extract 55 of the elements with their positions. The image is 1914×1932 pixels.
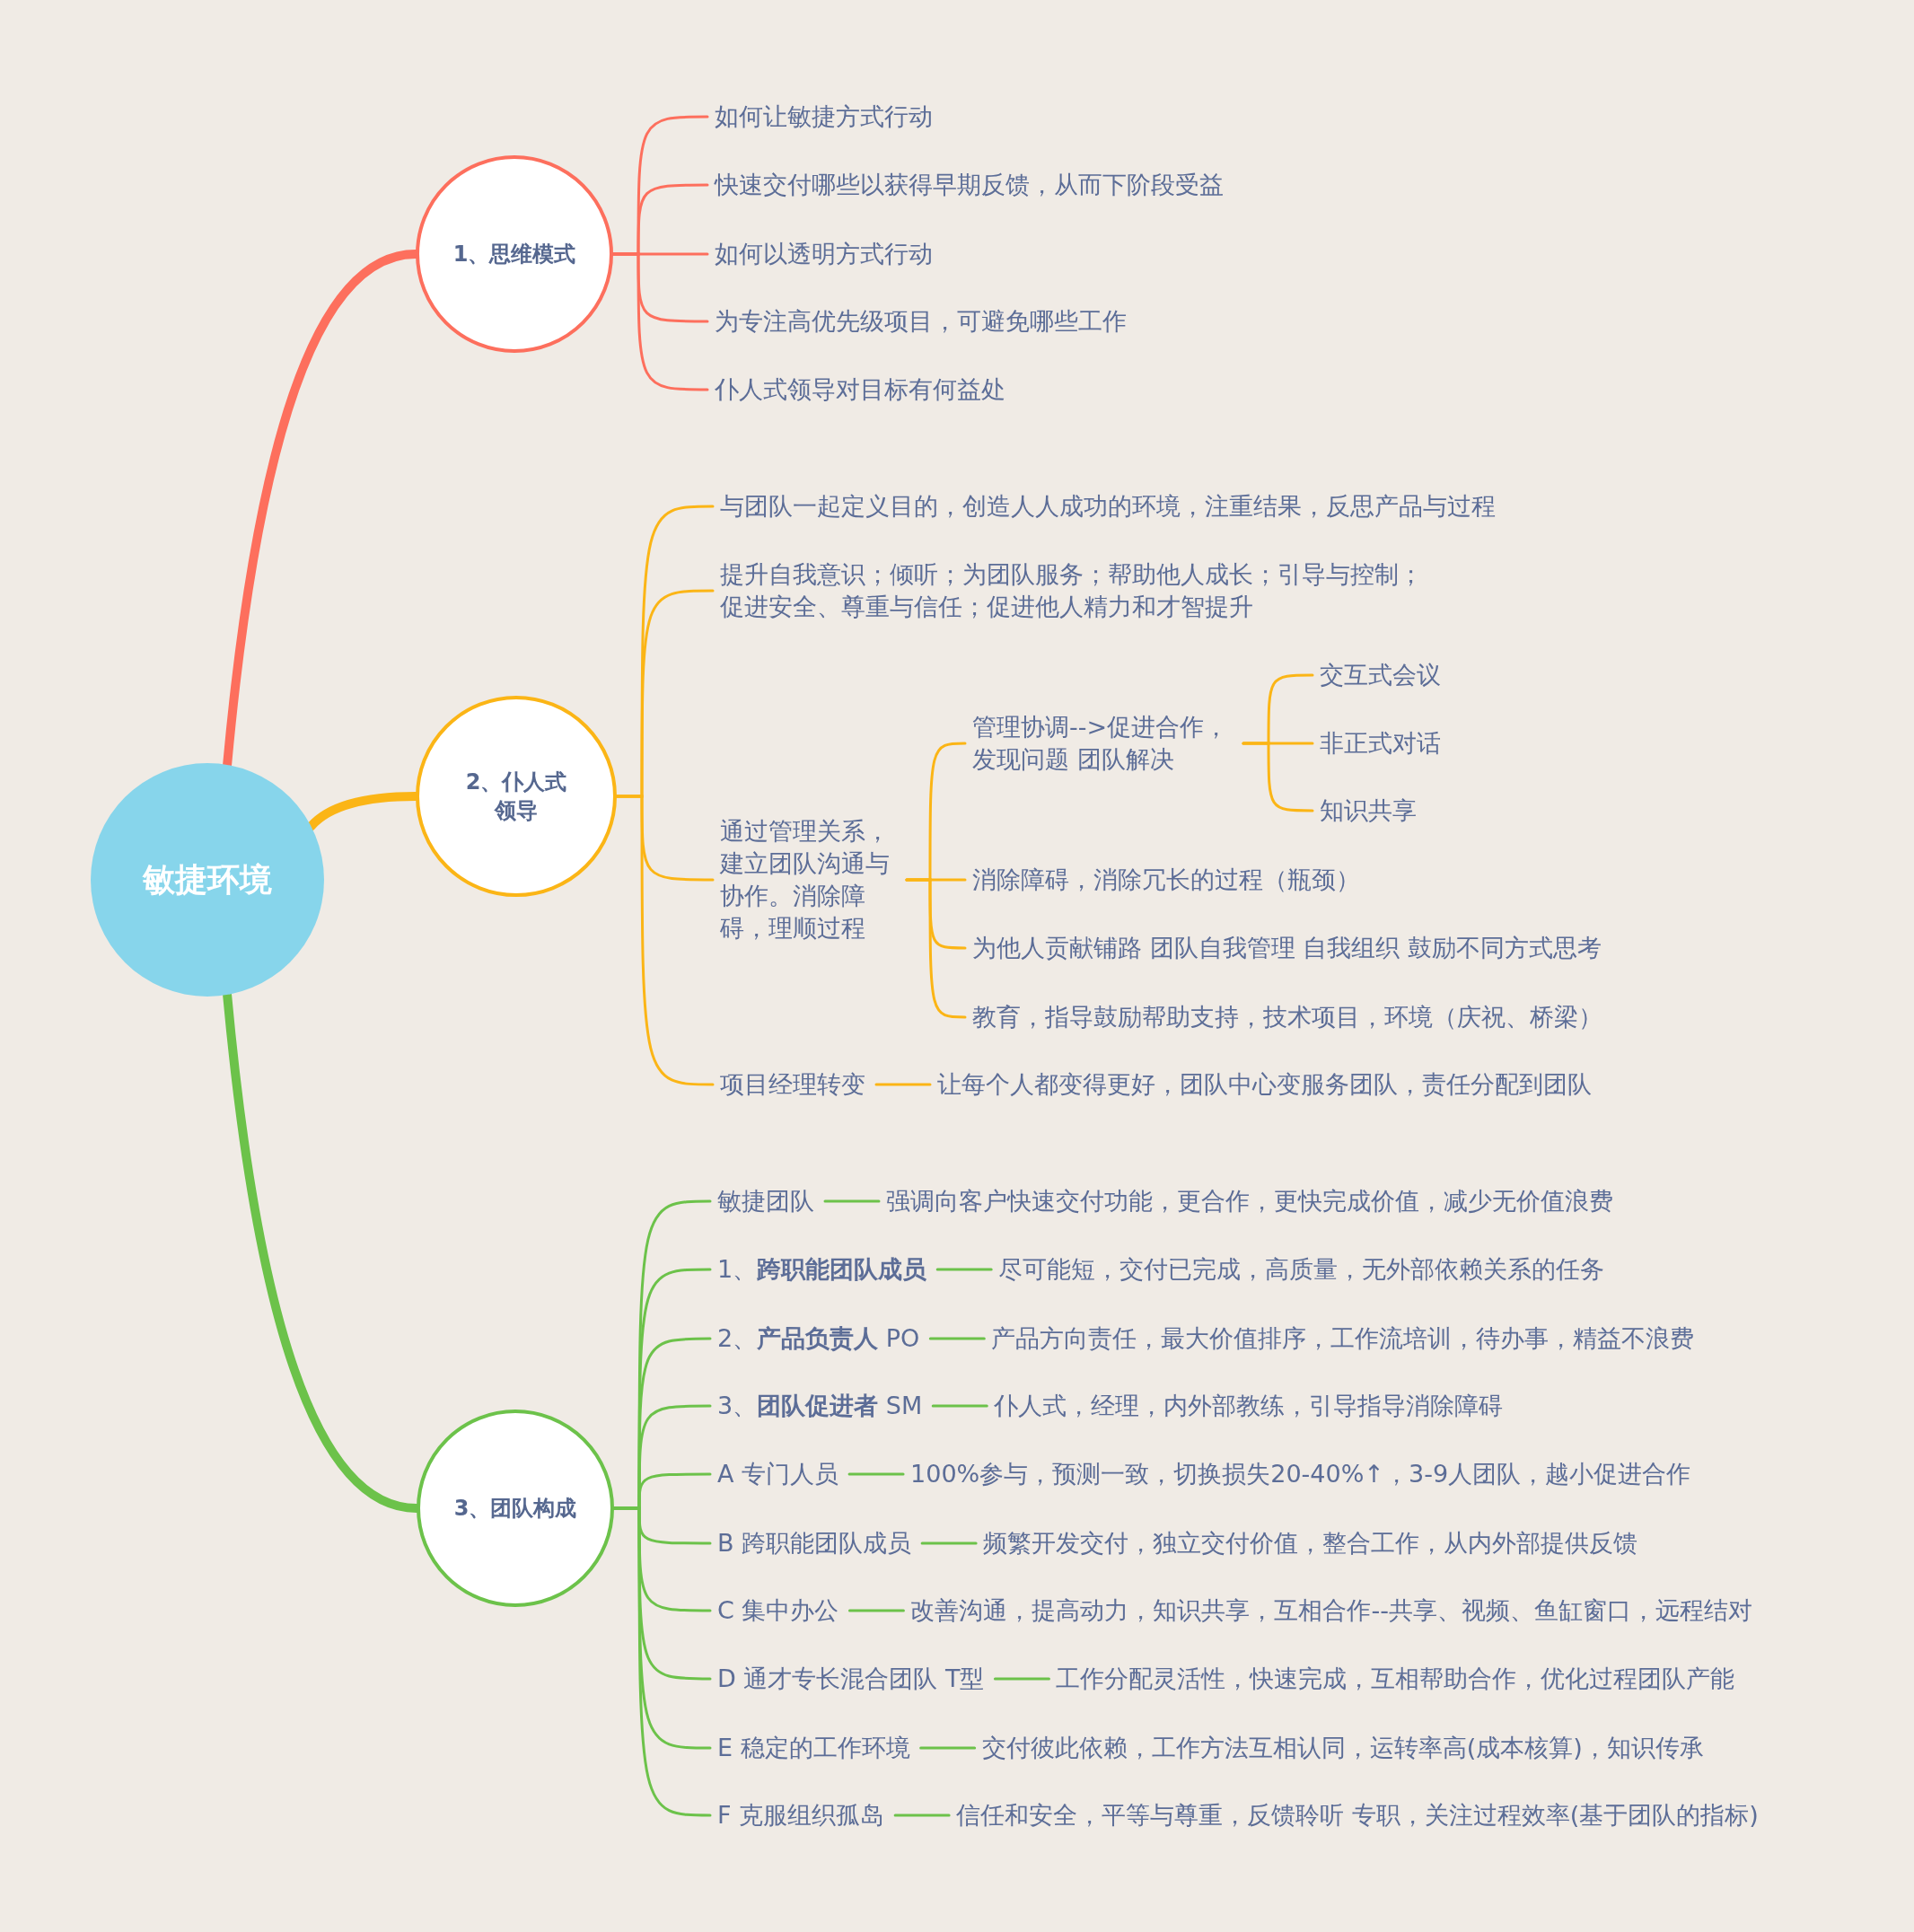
topic-text: 产品方向责任，最大价值排序，工作流培训，待办事，精益不浪费: [991, 1322, 1695, 1355]
topic-text: 交付彼此依赖，工作方法互相认同，运转率高(成本核算)，知识传承: [981, 1732, 1704, 1764]
topic-text: 仆人式，经理，内外部教练，引导指导消除障碍: [994, 1390, 1504, 1422]
branch-line: [611, 252, 709, 391]
topic-text: 通过管理关系，建立团队沟通与协作。消除障碍，理顺过程: [720, 815, 896, 944]
topic-label: 1、思维模式: [452, 241, 576, 268]
branch-line: [905, 878, 967, 1019]
topic-text: 消除障碍，消除冗长的过程（瓶颈）: [972, 864, 1360, 896]
topic-text: 为他人贡献铺路 团队自我管理 自我组织 鼓励不同方式思考: [972, 932, 1602, 964]
topic-text: 工作分配灵活性，快速完成，互相帮助合作，优化过程团队产能: [1056, 1663, 1735, 1695]
branch-line: [935, 1268, 993, 1271]
branch-line: [928, 1337, 986, 1340]
topic-text: A 专门人员: [717, 1458, 839, 1490]
topic-text: 尽可能短，交付已完成，高质量，无外部依赖关系的任务: [998, 1253, 1605, 1286]
topic-text: 敏捷团队: [717, 1185, 814, 1217]
topic-text: 快速交付哪些以获得早期反馈，从而下阶段受益: [715, 169, 1224, 201]
branch-line: [847, 1472, 905, 1476]
topic-text: 3、团队促进者 SM: [717, 1390, 923, 1422]
topic-text: 教育，指导鼓励帮助支持，技术项目，环境（庆祝、桥梁）: [972, 1001, 1602, 1033]
branch-line: [615, 795, 715, 1086]
topic-text: 2、产品负责人 PO: [717, 1322, 920, 1355]
topic-text: F 克服组织孤岛: [717, 1799, 885, 1831]
branch-line: [931, 1404, 988, 1408]
branch-line: [919, 1746, 977, 1750]
branch-line: [823, 1199, 881, 1203]
branch-line: [1242, 742, 1314, 812]
branch-line: [893, 1813, 951, 1817]
branch-line: [874, 1083, 932, 1086]
branch-line: [920, 1541, 978, 1545]
topic-text: 如何让敏捷方式行动: [715, 101, 933, 133]
topic-text: 非正式对话: [1320, 727, 1441, 760]
topic-text: 信任和安全，平等与尊重，反馈聆听 专职，关注过程效率(基于团队的指标): [956, 1799, 1759, 1831]
topic-text: 强调向客户快速交付功能，更合作，更快完成价值，减少无价值浪费: [886, 1185, 1613, 1217]
topic-label: 3、团队构成: [453, 1495, 577, 1523]
topic-text: 交互式会议: [1320, 659, 1441, 691]
topic-text: 与团队一起定义目的，创造人人成功的环境，注重结果，反思产品与过程: [720, 490, 1496, 523]
topic-text: 如何以透明方式行动: [715, 238, 933, 270]
topic-text: 频繁开发交付，独立交付价值，整合工作，从内外部提供反馈: [983, 1527, 1638, 1559]
topic-text: 项目经理转变: [720, 1068, 865, 1101]
topic-text: 为专注高优先级项目，可避免哪些工作: [715, 305, 1127, 338]
topic-text: B 跨职能团队成员: [717, 1527, 912, 1559]
topic-text: D 通才专长混合团队 T型: [717, 1663, 985, 1695]
topic-text: 1、跨职能团队成员: [717, 1253, 927, 1286]
topic-text: 知识共享: [1320, 795, 1417, 827]
topic-text: 让每个人都变得更好，团队中心变服务团队，责任分配到团队: [937, 1068, 1592, 1101]
topic-text: 仆人式领导对目标有何益处: [715, 373, 1005, 406]
topic-text: 管理协调-->促进合作，发现问题 团队解决: [972, 711, 1233, 776]
topic-text: 提升自我意识；倾听；为团队服务；帮助他人成长；引导与控制；促进安全、尊重与信任；促进他人精力和才智提升: [720, 558, 1429, 623]
topic-text: 100%参与，预测一致，切换损失20-40%↑，3-9人团队，越小促进合作: [910, 1458, 1691, 1490]
topic-text: 改善沟通，提高动力，知识共享，互相合作--共享、视频、鱼缸窗口，远程结对: [910, 1594, 1752, 1627]
branch-line: [993, 1677, 1050, 1681]
topic-text: E 稳定的工作环境: [717, 1732, 910, 1764]
topic-text: C 集中办公: [717, 1594, 839, 1627]
branch-line: [847, 1609, 905, 1612]
topic-label: 2、仆人式领导: [464, 768, 568, 825]
